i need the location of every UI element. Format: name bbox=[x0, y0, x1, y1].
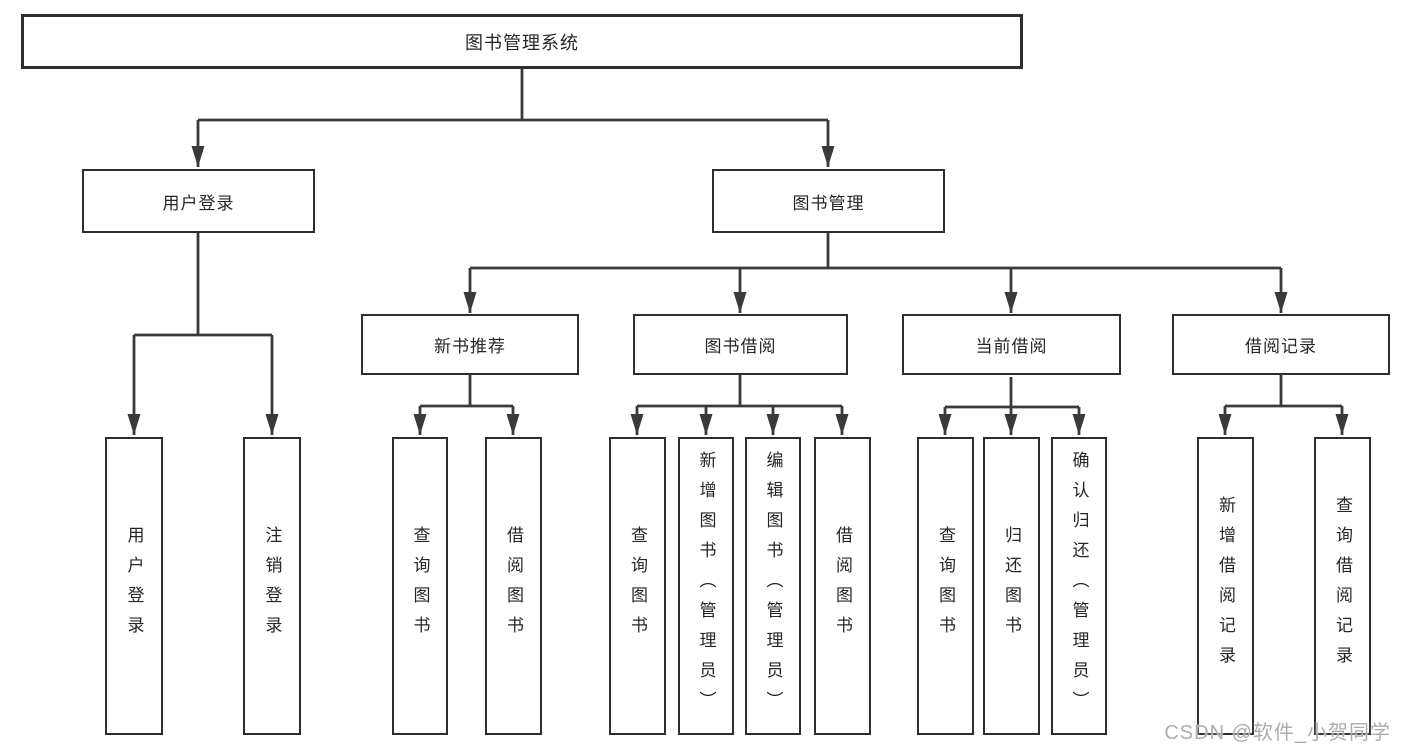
node-system-root: 图书管理系统 bbox=[21, 14, 1023, 69]
node-current-borrow: 当前借阅 bbox=[902, 314, 1121, 375]
node-leaf-add-book-admin: 新增图书（管理员） bbox=[678, 437, 734, 735]
node-leaf-add-borrow-record: 新增借阅记录 bbox=[1197, 437, 1254, 735]
node-book-management: 图书管理 bbox=[712, 169, 945, 233]
node-leaf-query-borrow-record: 查询借阅记录 bbox=[1314, 437, 1371, 735]
node-leaf-query-book-3: 查询图书 bbox=[917, 437, 974, 735]
node-new-book-recommend: 新书推荐 bbox=[361, 314, 579, 375]
node-leaf-confirm-return-admin: 确认归还（管理员） bbox=[1051, 437, 1107, 735]
node-leaf-query-book-2: 查询图书 bbox=[609, 437, 666, 735]
watermark: CSDN @软件_小贺同学 bbox=[1164, 722, 1391, 744]
node-leaf-borrow-book-2: 借阅图书 bbox=[814, 437, 871, 735]
node-leaf-borrow-book-1: 借阅图书 bbox=[485, 437, 542, 735]
node-leaf-return-book: 归还图书 bbox=[983, 437, 1040, 735]
node-leaf-logout: 注销登录 bbox=[243, 437, 301, 735]
node-user-login: 用户登录 bbox=[82, 169, 315, 233]
node-borrow-records: 借阅记录 bbox=[1172, 314, 1390, 375]
node-leaf-user-login: 用户登录 bbox=[105, 437, 163, 735]
node-leaf-edit-book-admin: 编辑图书（管理员） bbox=[745, 437, 801, 735]
node-book-borrow: 图书借阅 bbox=[633, 314, 848, 375]
node-leaf-query-book-1: 查询图书 bbox=[392, 437, 448, 735]
connector-arrows bbox=[127, 120, 1349, 435]
